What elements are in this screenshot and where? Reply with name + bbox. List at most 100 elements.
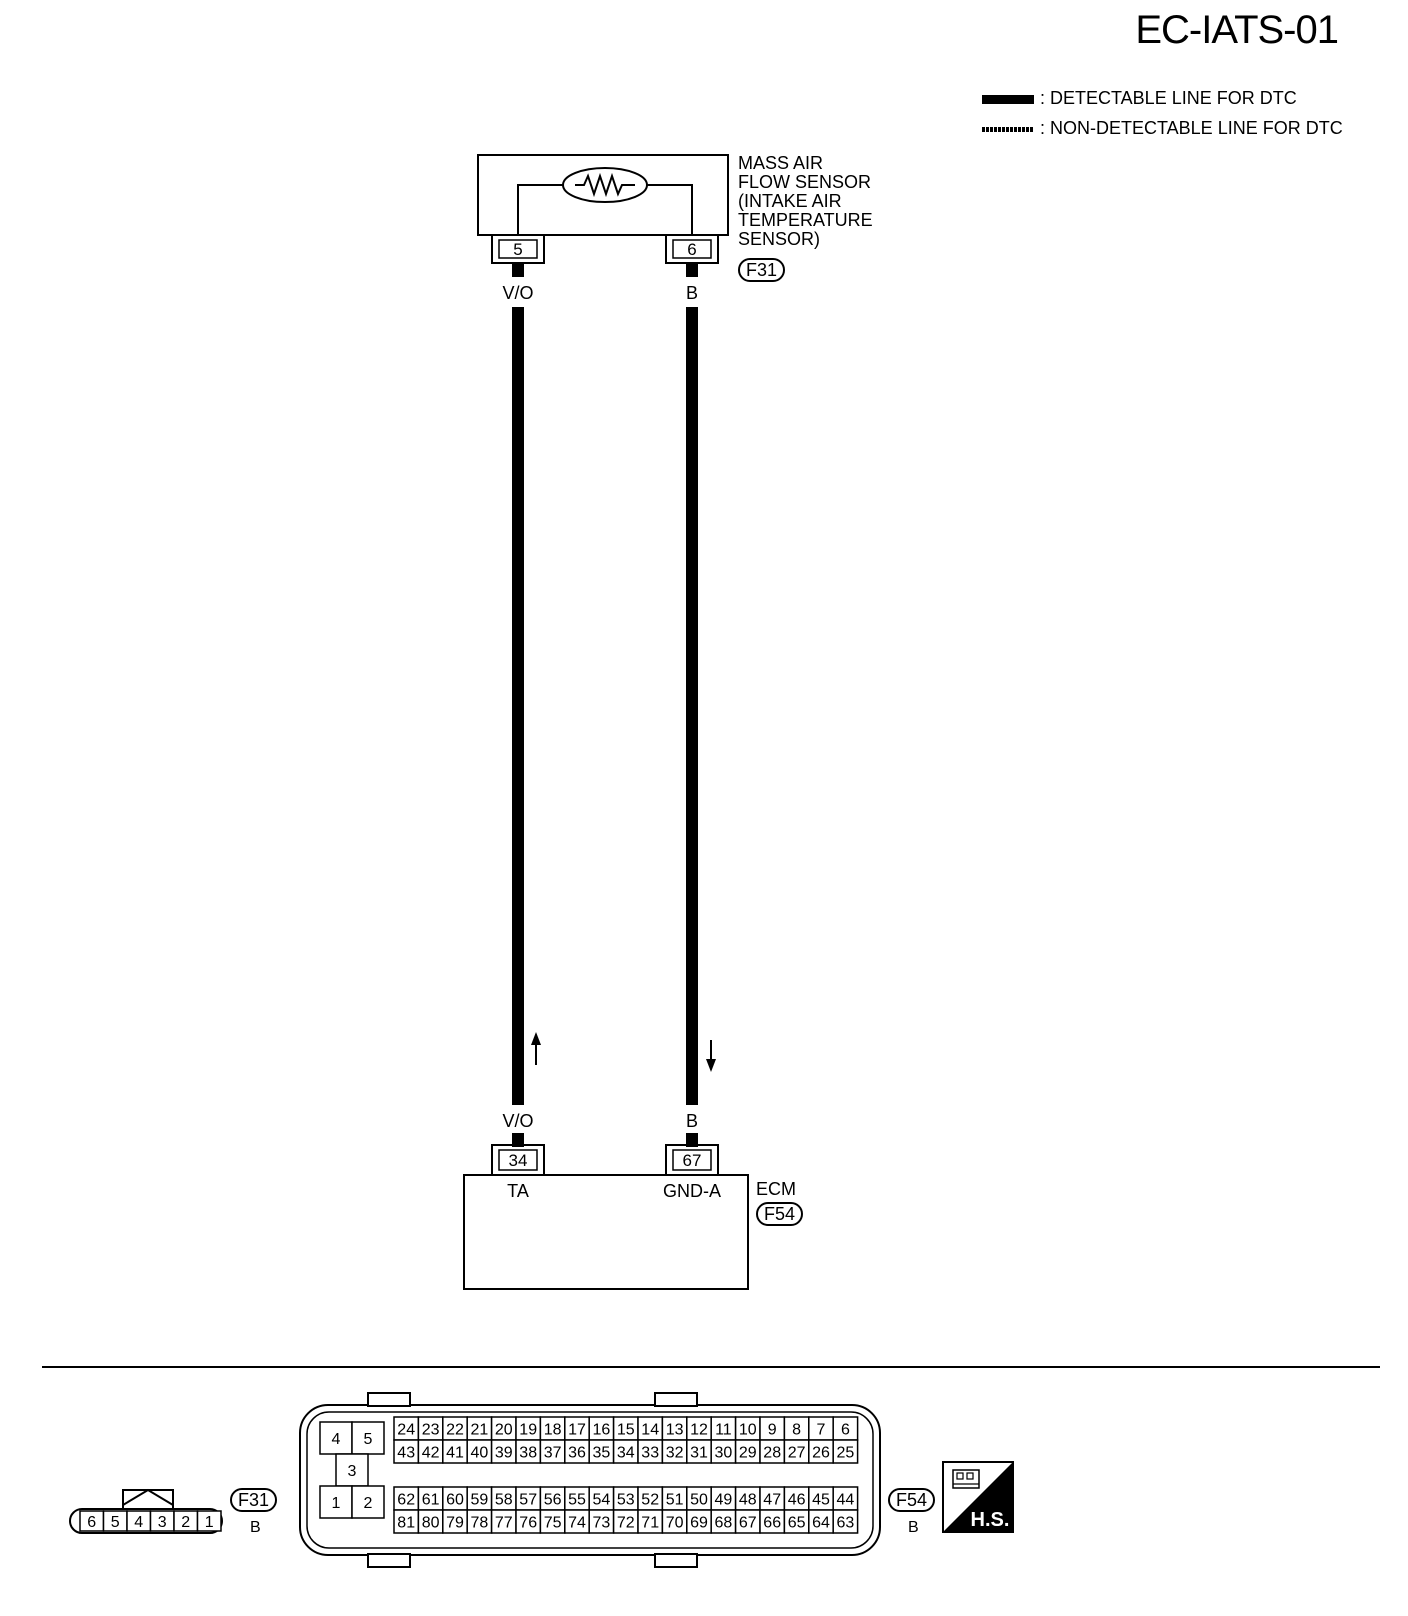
svg-text:47: 47 xyxy=(763,1492,781,1509)
sensor-body xyxy=(477,154,729,236)
svg-text:76: 76 xyxy=(519,1515,537,1532)
svg-text:9: 9 xyxy=(768,1422,777,1439)
svg-text:35: 35 xyxy=(593,1445,611,1462)
svg-text:79: 79 xyxy=(446,1515,464,1532)
f54-pin-80: 80 xyxy=(417,1509,444,1534)
svg-text:66: 66 xyxy=(763,1515,781,1532)
arrow-down-icon xyxy=(706,1040,716,1072)
f54-pin-70: 70 xyxy=(661,1509,688,1534)
svg-text:50: 50 xyxy=(690,1492,708,1509)
svg-text:44: 44 xyxy=(837,1492,855,1509)
legend-non-detectable-label: : NON-DETECTABLE LINE FOR DTC xyxy=(1040,118,1343,138)
f54-pin-60: 60 xyxy=(442,1486,468,1511)
f54-pin-65: 65 xyxy=(783,1509,810,1534)
svg-text:2: 2 xyxy=(364,1495,373,1512)
f54-pin-30: 30 xyxy=(710,1439,737,1464)
svg-text:2: 2 xyxy=(181,1514,190,1531)
svg-text:29: 29 xyxy=(739,1445,757,1462)
f54-pin-39: 39 xyxy=(490,1439,517,1464)
f31-pin-1: 1 xyxy=(196,1510,222,1532)
svg-text:78: 78 xyxy=(471,1515,489,1532)
f54-pin-67: 67 xyxy=(734,1509,761,1534)
f54-pin-46: 46 xyxy=(783,1486,810,1511)
svg-text:71: 71 xyxy=(641,1515,659,1532)
f54-pin-62: 62 xyxy=(393,1486,420,1511)
f54-pin-22: 22 xyxy=(442,1416,468,1441)
f54-pin-10: 10 xyxy=(734,1416,761,1441)
svg-text:8: 8 xyxy=(792,1422,801,1439)
f54-pin-13: 13 xyxy=(661,1416,688,1441)
f54-pin-42: 42 xyxy=(417,1439,444,1464)
svg-text:7: 7 xyxy=(817,1422,826,1439)
svg-text:73: 73 xyxy=(593,1515,611,1532)
svg-text:55: 55 xyxy=(568,1492,586,1509)
sensor-pin-6-label: 6 xyxy=(687,240,697,259)
f54-pin-20: 20 xyxy=(490,1416,517,1441)
detectable-line-swatch xyxy=(982,94,1034,104)
svg-text:63: 63 xyxy=(837,1515,855,1532)
f54-pin-6: 6 xyxy=(832,1416,859,1441)
svg-text:49: 49 xyxy=(715,1492,733,1509)
svg-text:28: 28 xyxy=(763,1445,781,1462)
f54-pin-18: 18 xyxy=(539,1416,566,1441)
f54-pin-41: 41 xyxy=(442,1439,468,1464)
f54-pin-29: 29 xyxy=(734,1439,761,1464)
f54-pin-24: 24 xyxy=(393,1416,420,1441)
f31-connector-face xyxy=(69,1488,223,1534)
svg-text:81: 81 xyxy=(397,1515,415,1532)
svg-text:27: 27 xyxy=(788,1445,806,1462)
sensor-pin-6-box xyxy=(672,239,712,259)
svg-text:4: 4 xyxy=(134,1514,143,1531)
svg-text:48: 48 xyxy=(739,1492,757,1509)
svg-text:13: 13 xyxy=(666,1422,684,1439)
svg-text:59: 59 xyxy=(471,1492,489,1509)
f54-pin-23: 23 xyxy=(417,1416,444,1441)
f54-pin-68: 68 xyxy=(710,1509,737,1534)
ecm-pin-34-label: 34 xyxy=(508,1151,528,1170)
svg-text:52: 52 xyxy=(641,1492,659,1509)
f54-view-id: F54 xyxy=(888,1488,936,1512)
svg-text:60: 60 xyxy=(446,1492,464,1509)
wire-color-bottom-left: V/O xyxy=(502,1111,534,1131)
ecm-pin-67-box xyxy=(672,1149,712,1171)
f54-pin-2: 2 xyxy=(351,1485,385,1519)
svg-text:36: 36 xyxy=(568,1445,586,1462)
svg-text:42: 42 xyxy=(422,1445,440,1462)
hs-label: H.S. xyxy=(971,1509,1010,1531)
svg-text:20: 20 xyxy=(495,1422,513,1439)
svg-text:24: 24 xyxy=(397,1422,415,1439)
f54-pin-81: 81 xyxy=(393,1509,420,1534)
ecm-signal-ta: TA xyxy=(507,1181,529,1201)
svg-text:54: 54 xyxy=(593,1492,611,1509)
svg-text:21: 21 xyxy=(471,1422,489,1439)
svg-text:12: 12 xyxy=(690,1422,708,1439)
f54-pin-45: 45 xyxy=(808,1486,834,1511)
f54-pin-32: 32 xyxy=(661,1439,688,1464)
f54-pin-21: 21 xyxy=(466,1416,493,1441)
f54-pin-63: 63 xyxy=(832,1509,859,1534)
f54-pin-78: 78 xyxy=(466,1509,493,1534)
f54-pin-66: 66 xyxy=(759,1509,786,1534)
svg-text:6: 6 xyxy=(87,1514,96,1531)
f54-pin-27: 27 xyxy=(783,1439,810,1464)
sensor-pin-5-box xyxy=(498,239,538,259)
f54-pin-44: 44 xyxy=(832,1486,859,1511)
f54-pin-43: 43 xyxy=(393,1439,420,1464)
f31-pin-6: 6 xyxy=(79,1510,105,1532)
ecm-pin-34-box xyxy=(498,1149,538,1171)
legend-detectable: : DETECTABLE LINE FOR DTC xyxy=(982,88,1297,109)
svg-text:62: 62 xyxy=(397,1492,415,1509)
svg-text:74: 74 xyxy=(568,1515,586,1532)
f54-pin-52: 52 xyxy=(637,1486,664,1511)
f54-pin-34: 34 xyxy=(612,1439,639,1464)
f54-pin-71: 71 xyxy=(637,1509,664,1534)
f54-pin-25: 25 xyxy=(832,1439,859,1464)
svg-text:6: 6 xyxy=(841,1422,850,1439)
svg-text:45: 45 xyxy=(812,1492,830,1509)
f54-pin-36: 36 xyxy=(564,1439,590,1464)
svg-text:46: 46 xyxy=(788,1492,806,1509)
svg-text:77: 77 xyxy=(495,1515,513,1532)
svg-text:23: 23 xyxy=(422,1422,440,1439)
